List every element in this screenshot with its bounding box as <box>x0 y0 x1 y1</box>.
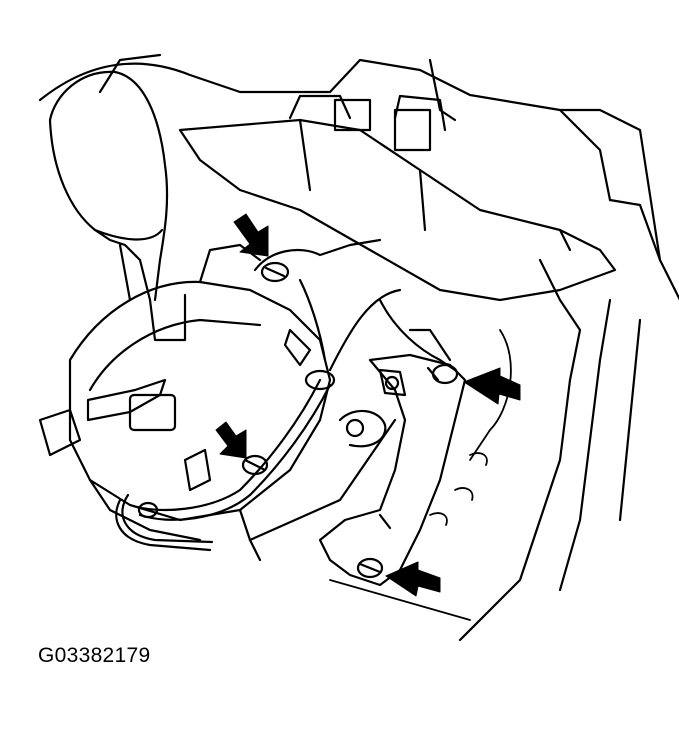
wiring-harness <box>115 238 457 552</box>
mounting-bracket <box>248 328 467 587</box>
upper-bracket <box>178 94 617 302</box>
bolts <box>137 261 459 579</box>
shift-lever-housing <box>38 243 332 562</box>
lower-right-bolt <box>356 557 384 579</box>
arrow-left-icon <box>463 367 521 405</box>
arrow-down-right-icon <box>215 421 247 459</box>
center-bolt <box>241 454 269 476</box>
figure-id-label: G03382179 <box>38 644 151 667</box>
arrow-down-right-icon <box>233 213 269 257</box>
small-left-bolt <box>137 501 159 519</box>
right-bolt <box>426 363 459 385</box>
shift-lever <box>48 70 187 342</box>
callout-arrows <box>215 213 521 597</box>
arrow-left-icon <box>385 561 441 597</box>
upper-left-bolt <box>260 261 290 283</box>
floor-tunnel <box>38 53 679 642</box>
